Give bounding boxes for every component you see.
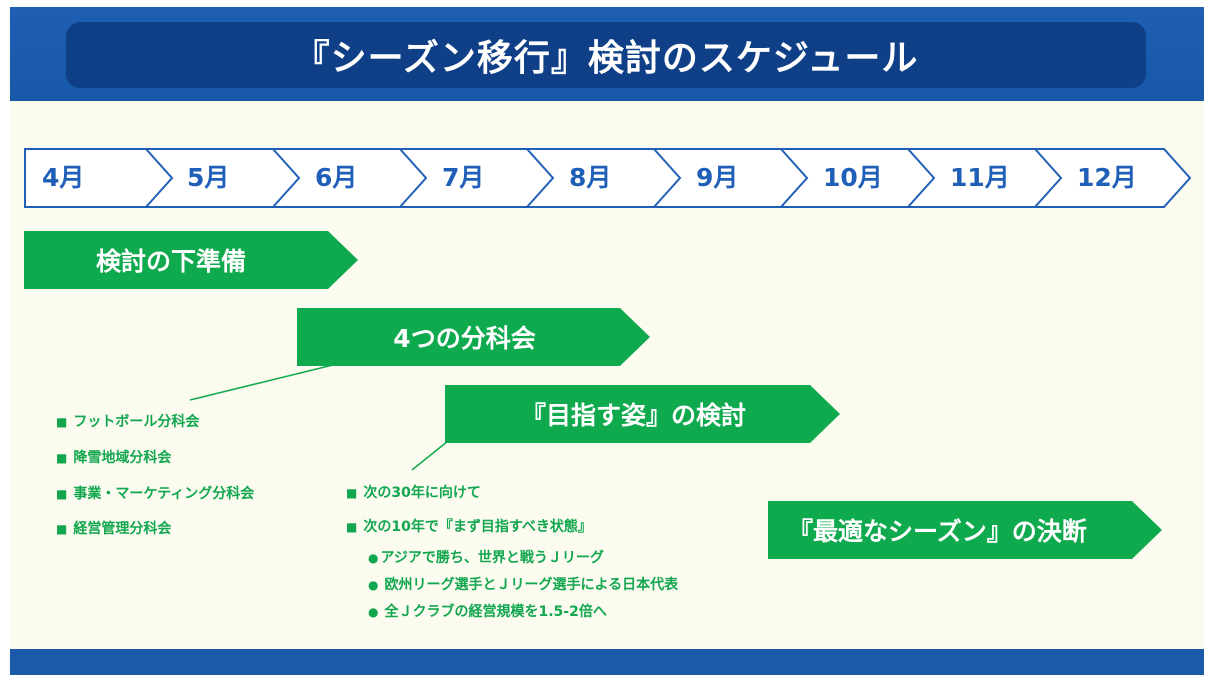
vision-sub-item: ●アジアで勝ち、世界と戦うＪリーグ xyxy=(368,550,604,566)
subcommittee-item: ■フットボール分科会 xyxy=(56,414,200,430)
square-bullet-icon: ■ xyxy=(56,451,68,465)
connector-lines xyxy=(189,363,454,471)
phase-subcommittees-arrow: 4つの分科会 xyxy=(297,308,650,366)
circle-bullet-icon: ● xyxy=(368,578,379,592)
month-label: 5月 xyxy=(187,163,230,192)
slide: 『シーズン移行』検討のスケジュール 4月 5月 6月 7月 8月 9月 10月 … xyxy=(10,7,1204,675)
square-bullet-icon: ■ xyxy=(346,486,358,500)
phase-vision-arrow: 『目指す姿』の検討 xyxy=(445,385,840,443)
month-label: 11月 xyxy=(950,163,1010,192)
month-label: 4月 xyxy=(42,163,85,192)
month-label: 6月 xyxy=(315,163,358,192)
subcommittee-item: ■経営管理分科会 xyxy=(56,521,172,537)
vision-item: ■次の10年で『まず目指すべき状態』 xyxy=(346,519,592,535)
square-bullet-icon: ■ xyxy=(56,522,68,536)
month-label: 10月 xyxy=(823,163,883,192)
page-title: 『シーズン移行』検討のスケジュール xyxy=(293,38,919,79)
vision-sub-item: ●全Ｊクラブの経営規模を1.5-2倍へ xyxy=(368,604,607,620)
phase-decision-label: 『最適なシーズン』の決断 xyxy=(788,517,1087,546)
footer-band xyxy=(10,649,1204,675)
vision-item: ■次の30年に向けて xyxy=(346,485,481,501)
month-label: 8月 xyxy=(569,163,612,192)
vision-sub-item: ●欧州リーグ選手とＪリーグ選手による日本代表 xyxy=(368,577,679,593)
phase-prep-arrow: 検討の下準備 xyxy=(24,231,358,289)
square-bullet-icon: ■ xyxy=(56,487,68,501)
phase-prep-label: 検討の下準備 xyxy=(96,247,247,276)
month-timeline: 4月 5月 6月 7月 8月 9月 10月 11月 12月 xyxy=(24,148,1192,208)
title-box: 『シーズン移行』検討のスケジュール xyxy=(66,22,1146,88)
header-band: 『シーズン移行』検討のスケジュール xyxy=(10,7,1204,101)
subcommittee-item: ■降雪地域分科会 xyxy=(56,450,172,466)
square-bullet-icon: ■ xyxy=(346,520,358,534)
month-label: 12月 xyxy=(1077,163,1137,192)
month-label: 7月 xyxy=(442,163,485,192)
month-label: 9月 xyxy=(696,163,739,192)
circle-bullet-icon: ● xyxy=(368,605,379,619)
circle-bullet-icon: ● xyxy=(368,551,379,565)
phase-decision-arrow: 『最適なシーズン』の決断 xyxy=(768,501,1162,559)
phase-vision-label: 『目指す姿』の検討 xyxy=(520,401,746,430)
timeline-chevrons xyxy=(24,148,1192,208)
subcommittee-item: ■事業・マーケティング分科会 xyxy=(56,486,255,502)
phase-subcommittees-label: 4つの分科会 xyxy=(393,324,536,353)
square-bullet-icon: ■ xyxy=(56,415,68,429)
